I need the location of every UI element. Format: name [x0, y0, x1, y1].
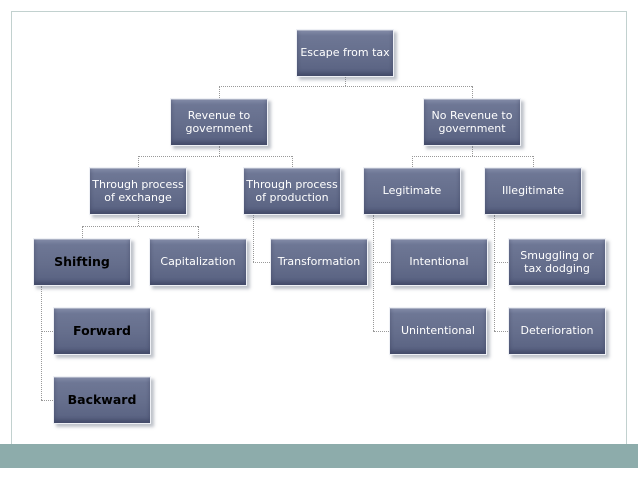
node-revenue-to-government: Revenue to government — [170, 98, 268, 146]
node-backward: Backward — [53, 376, 151, 424]
node-transformation: Transformation — [270, 238, 368, 286]
connector-segment — [82, 226, 198, 227]
connector-segment — [412, 156, 413, 167]
connector-segment — [533, 156, 534, 167]
connector-segment — [472, 86, 473, 98]
connector-segment — [494, 215, 495, 331]
node-illegitimate: Illegitimate — [484, 167, 582, 215]
node-smuggling-or-tax-dodging: Smuggling or tax dodging — [508, 238, 606, 286]
node-legitimate: Legitimate — [363, 167, 461, 215]
connector-segment — [253, 215, 254, 262]
connector-segment — [219, 86, 472, 87]
connector-segment — [198, 226, 199, 238]
connector-segment — [138, 156, 139, 167]
node-deterioration: Deterioration — [508, 307, 606, 355]
connector-segment — [253, 262, 270, 263]
connector-segment — [41, 331, 53, 332]
node-intentional: Intentional — [390, 238, 488, 286]
connector-segment — [138, 156, 292, 157]
node-capitalization: Capitalization — [149, 238, 247, 286]
node-escape-from-tax: Escape from tax — [296, 29, 394, 77]
node-shifting: Shifting — [33, 238, 131, 286]
node-through-process-of-exchange: Through process of exchange — [89, 167, 187, 215]
connector-segment — [494, 331, 508, 332]
connector-segment — [82, 226, 83, 238]
connector-segment — [345, 77, 346, 86]
connector-segment — [373, 262, 390, 263]
connector-segment — [219, 146, 220, 156]
node-unintentional: Unintentional — [389, 307, 487, 355]
node-forward: Forward — [53, 307, 151, 355]
node-no-revenue-to-government: No Revenue to government — [423, 98, 521, 146]
connector-segment — [373, 331, 389, 332]
connector-segment — [472, 146, 473, 156]
connector-segment — [219, 86, 220, 98]
connector-segment — [373, 215, 374, 331]
connector-segment — [41, 400, 53, 401]
connector-segment — [412, 156, 533, 157]
slide-footer-bar — [0, 444, 638, 468]
connector-segment — [292, 156, 293, 167]
connector-segment — [494, 262, 508, 263]
connector-segment — [41, 286, 42, 400]
connector-segment — [138, 215, 139, 226]
node-through-process-of-production: Through process of production — [243, 167, 341, 215]
